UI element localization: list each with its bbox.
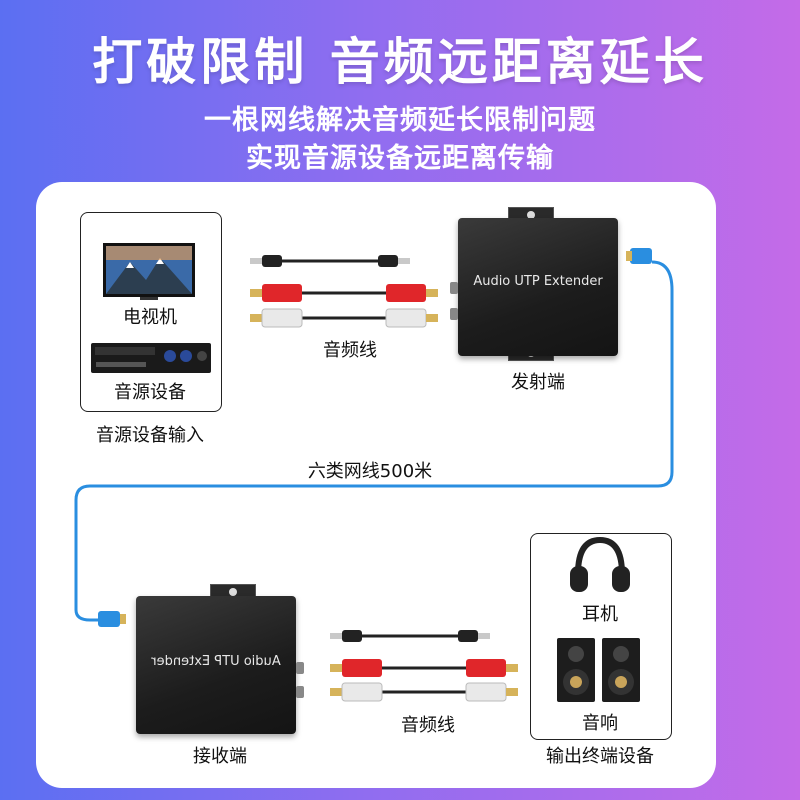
source-input-label: 音源设备输入 bbox=[80, 421, 220, 447]
speakers-label: 音响 bbox=[560, 709, 640, 735]
transmitter-label: 发射端 bbox=[488, 368, 588, 394]
transmitter-device-text: Audio UTP Extender bbox=[458, 274, 618, 289]
headphones-label: 耳机 bbox=[560, 600, 640, 626]
receiver-port bbox=[296, 662, 304, 674]
receiver-device-text: Audio UTP Extender bbox=[136, 654, 296, 669]
transmitter-port bbox=[450, 308, 458, 320]
network-cable-label: 六类网线500米 bbox=[280, 457, 460, 483]
receiver-device: Audio UTP Extender bbox=[136, 596, 296, 734]
transmitter-device: Audio UTP Extender bbox=[458, 218, 618, 356]
source-device-label: 音源设备 bbox=[80, 378, 220, 404]
audio-cable-bottom-label: 音频线 bbox=[378, 711, 478, 737]
subheadline-1: 一根网线解决音频延长限制问题 bbox=[0, 98, 800, 137]
receiver-port bbox=[296, 686, 304, 698]
headline: 打破限制 音频远距离延长 bbox=[0, 22, 800, 94]
transmitter-port bbox=[450, 282, 458, 294]
audio-cable-top-label: 音频线 bbox=[300, 336, 400, 362]
receiver-label: 接收端 bbox=[170, 742, 270, 768]
output-devices-label: 输出终端设备 bbox=[530, 742, 670, 768]
tv-label: 电视机 bbox=[80, 303, 220, 329]
subheadline-2: 实现音源设备远距离传输 bbox=[0, 136, 800, 175]
